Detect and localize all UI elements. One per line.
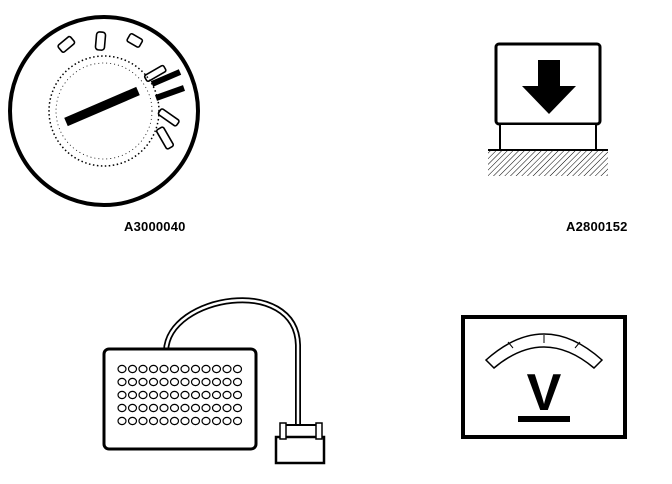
voltmeter-icon: V [461, 315, 627, 439]
tester-pin-holes [117, 364, 243, 426]
lock-cylinder-inner [55, 62, 153, 160]
tester-pin-hole [232, 377, 243, 387]
tester-pin-hole [148, 416, 159, 426]
tester-pin-hole [180, 403, 190, 413]
tester-pin-hole [169, 403, 180, 413]
tester-pin-hole [127, 403, 138, 413]
tester-pin-hole [138, 403, 148, 413]
tester-pin-hole [222, 416, 232, 426]
tester-pin-hole [169, 416, 180, 426]
volt-underline [518, 416, 570, 422]
tester-pin-hole [138, 364, 148, 374]
tester-pin-hole [211, 390, 222, 400]
caption-press-down: A2800152 [566, 219, 628, 234]
diagnostic-tester-icon [102, 297, 326, 465]
switch-position-marks [57, 31, 180, 150]
tester-pin-hole [159, 403, 169, 413]
tester-pin-hole [180, 390, 190, 400]
tester-pin-hole [180, 377, 190, 387]
tester-pin-hole [201, 377, 211, 387]
tester-pin-hole [117, 390, 127, 400]
tester-pin-hole [222, 390, 232, 400]
active-mark-1 [150, 69, 182, 87]
caption-ignition-switch: A3000040 [124, 219, 186, 234]
lock-cylinder [48, 55, 160, 167]
tester-pin-hole [138, 377, 148, 387]
tester-pin-hole [180, 364, 190, 374]
tester-pin-hole [159, 416, 169, 426]
tester-pin-hole [201, 390, 211, 400]
tester-pin-hole [232, 364, 243, 374]
tester-pin-hole [169, 390, 180, 400]
tester-pin-hole [127, 364, 138, 374]
tester-pin-hole [222, 377, 232, 387]
tester-pin-hole [159, 390, 169, 400]
meter-scale [484, 333, 604, 370]
press-down-arrow-icon [488, 42, 608, 176]
tester-pin-hole [159, 364, 169, 374]
tester-pin-hole [169, 377, 180, 387]
tester-pin-hole [127, 377, 138, 387]
tester-pin-hole [117, 416, 127, 426]
connector-plug [274, 435, 326, 465]
tester-pin-hole [222, 364, 232, 374]
tester-pin-hole [232, 403, 243, 413]
key-slot [64, 86, 140, 127]
tester-pin-hole [117, 364, 127, 374]
press-plate [499, 123, 597, 151]
tester-pin-hole [190, 364, 201, 374]
tester-pin-hole [117, 403, 127, 413]
tester-pin-hole [190, 403, 201, 413]
tester-pin-hole [232, 390, 243, 400]
tester-pin-hole [190, 377, 201, 387]
tester-pin-hole [127, 390, 138, 400]
tester-pin-hole [148, 364, 159, 374]
tester-pin-hole [211, 364, 222, 374]
tester-pin-hole [222, 403, 232, 413]
tester-pin-hole [148, 403, 159, 413]
tester-pin-hole [180, 416, 190, 426]
tester-pin-hole [211, 377, 222, 387]
tester-pin-hole [138, 390, 148, 400]
tester-pin-hole [148, 377, 159, 387]
tester-pin-hole [190, 390, 201, 400]
press-base [488, 150, 608, 176]
down-arrow-icon [522, 60, 576, 114]
meter-scale-ticks [507, 335, 581, 349]
volt-symbol: V [527, 364, 562, 422]
ignition-switch-icon [8, 15, 200, 207]
tester-pin-hole [211, 416, 222, 426]
tester-pin-hole [201, 364, 211, 374]
tester-pin-hole [148, 390, 159, 400]
tester-pin-hole [169, 364, 180, 374]
active-mark-2 [154, 85, 186, 101]
tester-pin-hole [127, 416, 138, 426]
tester-pin-hole [201, 403, 211, 413]
tester-pin-hole [201, 416, 211, 426]
tester-pin-hole [232, 416, 243, 426]
tester-pin-hole [190, 416, 201, 426]
tester-pin-hole [117, 377, 127, 387]
tester-pin-hole [159, 377, 169, 387]
tester-body [102, 347, 258, 451]
tester-pin-hole [211, 403, 222, 413]
tester-pin-hole [138, 416, 148, 426]
